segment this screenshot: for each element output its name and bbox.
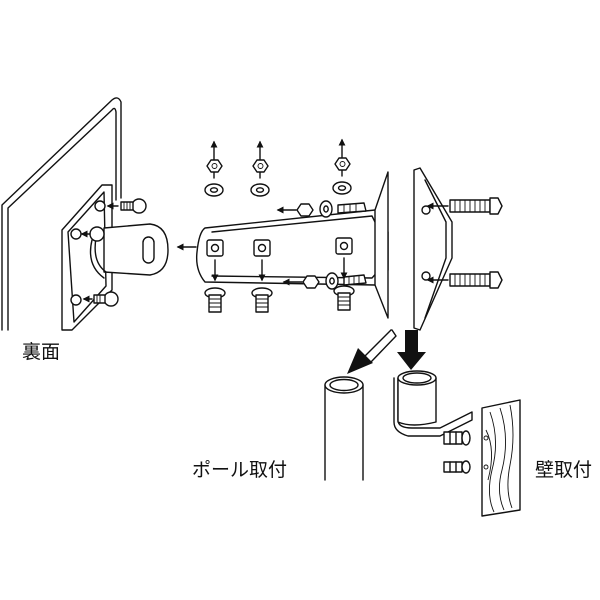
bracket-hole-2: [253, 239, 271, 257]
top-nut-1: [204, 140, 224, 197]
bottom-bolt-1: [204, 259, 226, 313]
back-screw-top: [106, 198, 147, 214]
arrow-to-wall: [397, 330, 426, 370]
top-nut-2: [250, 140, 270, 197]
back-screw-middle: [80, 226, 105, 242]
back-mounting-plate: [61, 184, 169, 331]
pole: [324, 376, 364, 481]
back-screw-bottom: [82, 291, 119, 307]
bottom-bolt-3: [333, 257, 355, 311]
long-bolt-top: [426, 197, 503, 215]
bracket-hole-1: [206, 239, 224, 257]
clamp-plate: [413, 167, 453, 331]
rear-panel: [1, 97, 122, 331]
wooden-wall: [481, 399, 521, 517]
bottom-bolt-2: [251, 259, 273, 313]
side-nut-bottom: [282, 272, 367, 290]
main-bracket: [195, 171, 389, 319]
long-bolt-bottom: [426, 271, 503, 289]
wall-mount-bracket: [393, 370, 473, 474]
top-nut-3: [332, 138, 352, 195]
bracket-hole-3: [335, 237, 353, 255]
pole-mount-label: ポール取付: [192, 459, 288, 481]
wall-mount-label: 壁取付: [535, 459, 593, 481]
back-side-label: 裏面: [22, 341, 61, 363]
side-nut-top: [276, 200, 367, 218]
arrow-to-pole: [347, 329, 397, 374]
